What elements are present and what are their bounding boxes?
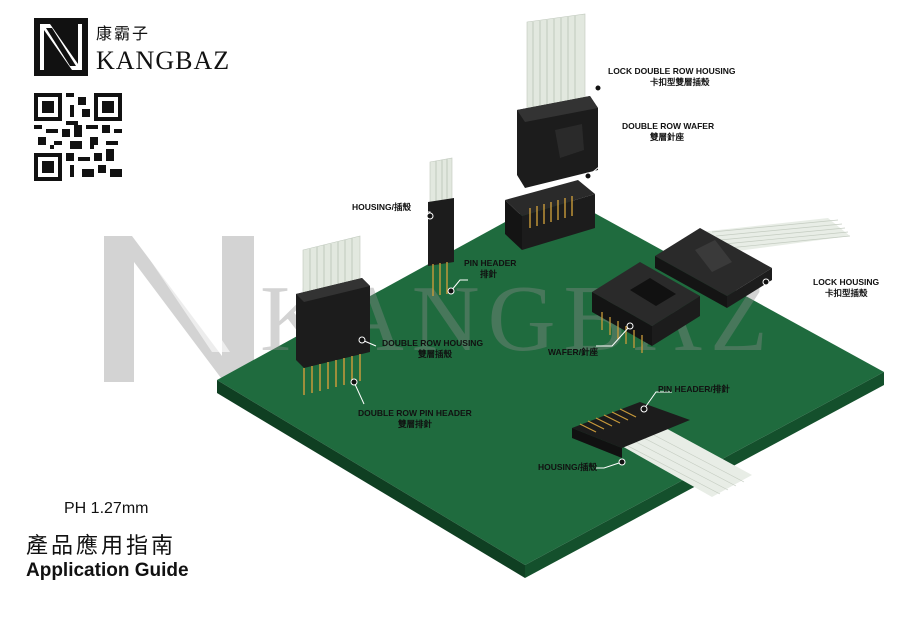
qr-code-icon: [34, 93, 122, 181]
bottom-housing-assembly: [572, 402, 752, 497]
callout-housing-bottom: HOUSING/插殼: [538, 462, 597, 473]
double-row-wafer: [505, 180, 595, 250]
housing-single: [428, 157, 454, 296]
brand-name-en: KANGBAZ: [96, 46, 231, 75]
watermark-logo: [104, 236, 254, 382]
callout-label-en: DOUBLE ROW HOUSING: [382, 338, 484, 348]
callout-label-cn: 雙層針座: [650, 132, 685, 142]
wafer: [592, 262, 700, 353]
callout-pin-header-bottom: PIN HEADER/排針: [658, 384, 730, 395]
callout-label-en: LOCK DOUBLE ROW HOUSING: [608, 66, 736, 76]
callout-double-row-housing: DOUBLE ROW HOUSING 雙層插殼: [382, 338, 483, 360]
callout-label-en: DOUBLE ROW PIN HEADER: [358, 408, 472, 418]
callout-housing-top: HOUSING/插殼: [352, 202, 411, 213]
guide-title-cn: 產品應用指南: [26, 534, 177, 559]
lock-housing: [655, 218, 851, 308]
callout-label-en: DOUBLE ROW WAFER: [622, 121, 715, 131]
pitch-label: PH 1.27mm: [64, 500, 149, 517]
callout-label-cn: 雙層排針: [398, 419, 433, 429]
double-row-pin-header: [303, 354, 361, 395]
callout-pin-header-top: PIN HEADER 排針: [464, 258, 516, 280]
callout-label-cn: 卡扣型雙層插殼: [650, 77, 710, 87]
callout-label-en: HOUSING/插殼: [352, 202, 412, 212]
callout-label-en: PIN HEADER/排針: [658, 384, 730, 394]
callout-lock-housing: LOCK HOUSING 卡扣型插殼: [813, 277, 879, 299]
lock-double-row-housing: [517, 13, 598, 188]
kangbaz-logo: [34, 18, 88, 76]
brand-name-cn: 康霸子: [96, 24, 151, 43]
callout-label-cn: 雙層插殼: [418, 349, 453, 359]
callout-lock-double-row-housing: LOCK DOUBLE ROW HOUSING 卡扣型雙層插殼: [608, 66, 736, 88]
callout-label-en: PIN HEADER: [464, 258, 517, 268]
callout-wafer: WAFER/針座: [548, 347, 598, 358]
double-row-housing: [296, 235, 370, 368]
callout-label-en: HOUSING/插殼: [538, 462, 598, 472]
callout-label-cn: 卡扣型插殼: [825, 288, 868, 298]
callout-label-en: LOCK HOUSING: [813, 277, 880, 287]
callout-double-row-pin-header: DOUBLE ROW PIN HEADER 雙層排針: [358, 408, 472, 430]
callout-label-en: WAFER/針座: [548, 347, 599, 357]
callout-double-row-wafer: DOUBLE ROW WAFER 雙層針座: [622, 121, 714, 143]
callout-label-cn: 排針: [480, 269, 498, 279]
guide-title-en: Application Guide: [26, 560, 189, 581]
